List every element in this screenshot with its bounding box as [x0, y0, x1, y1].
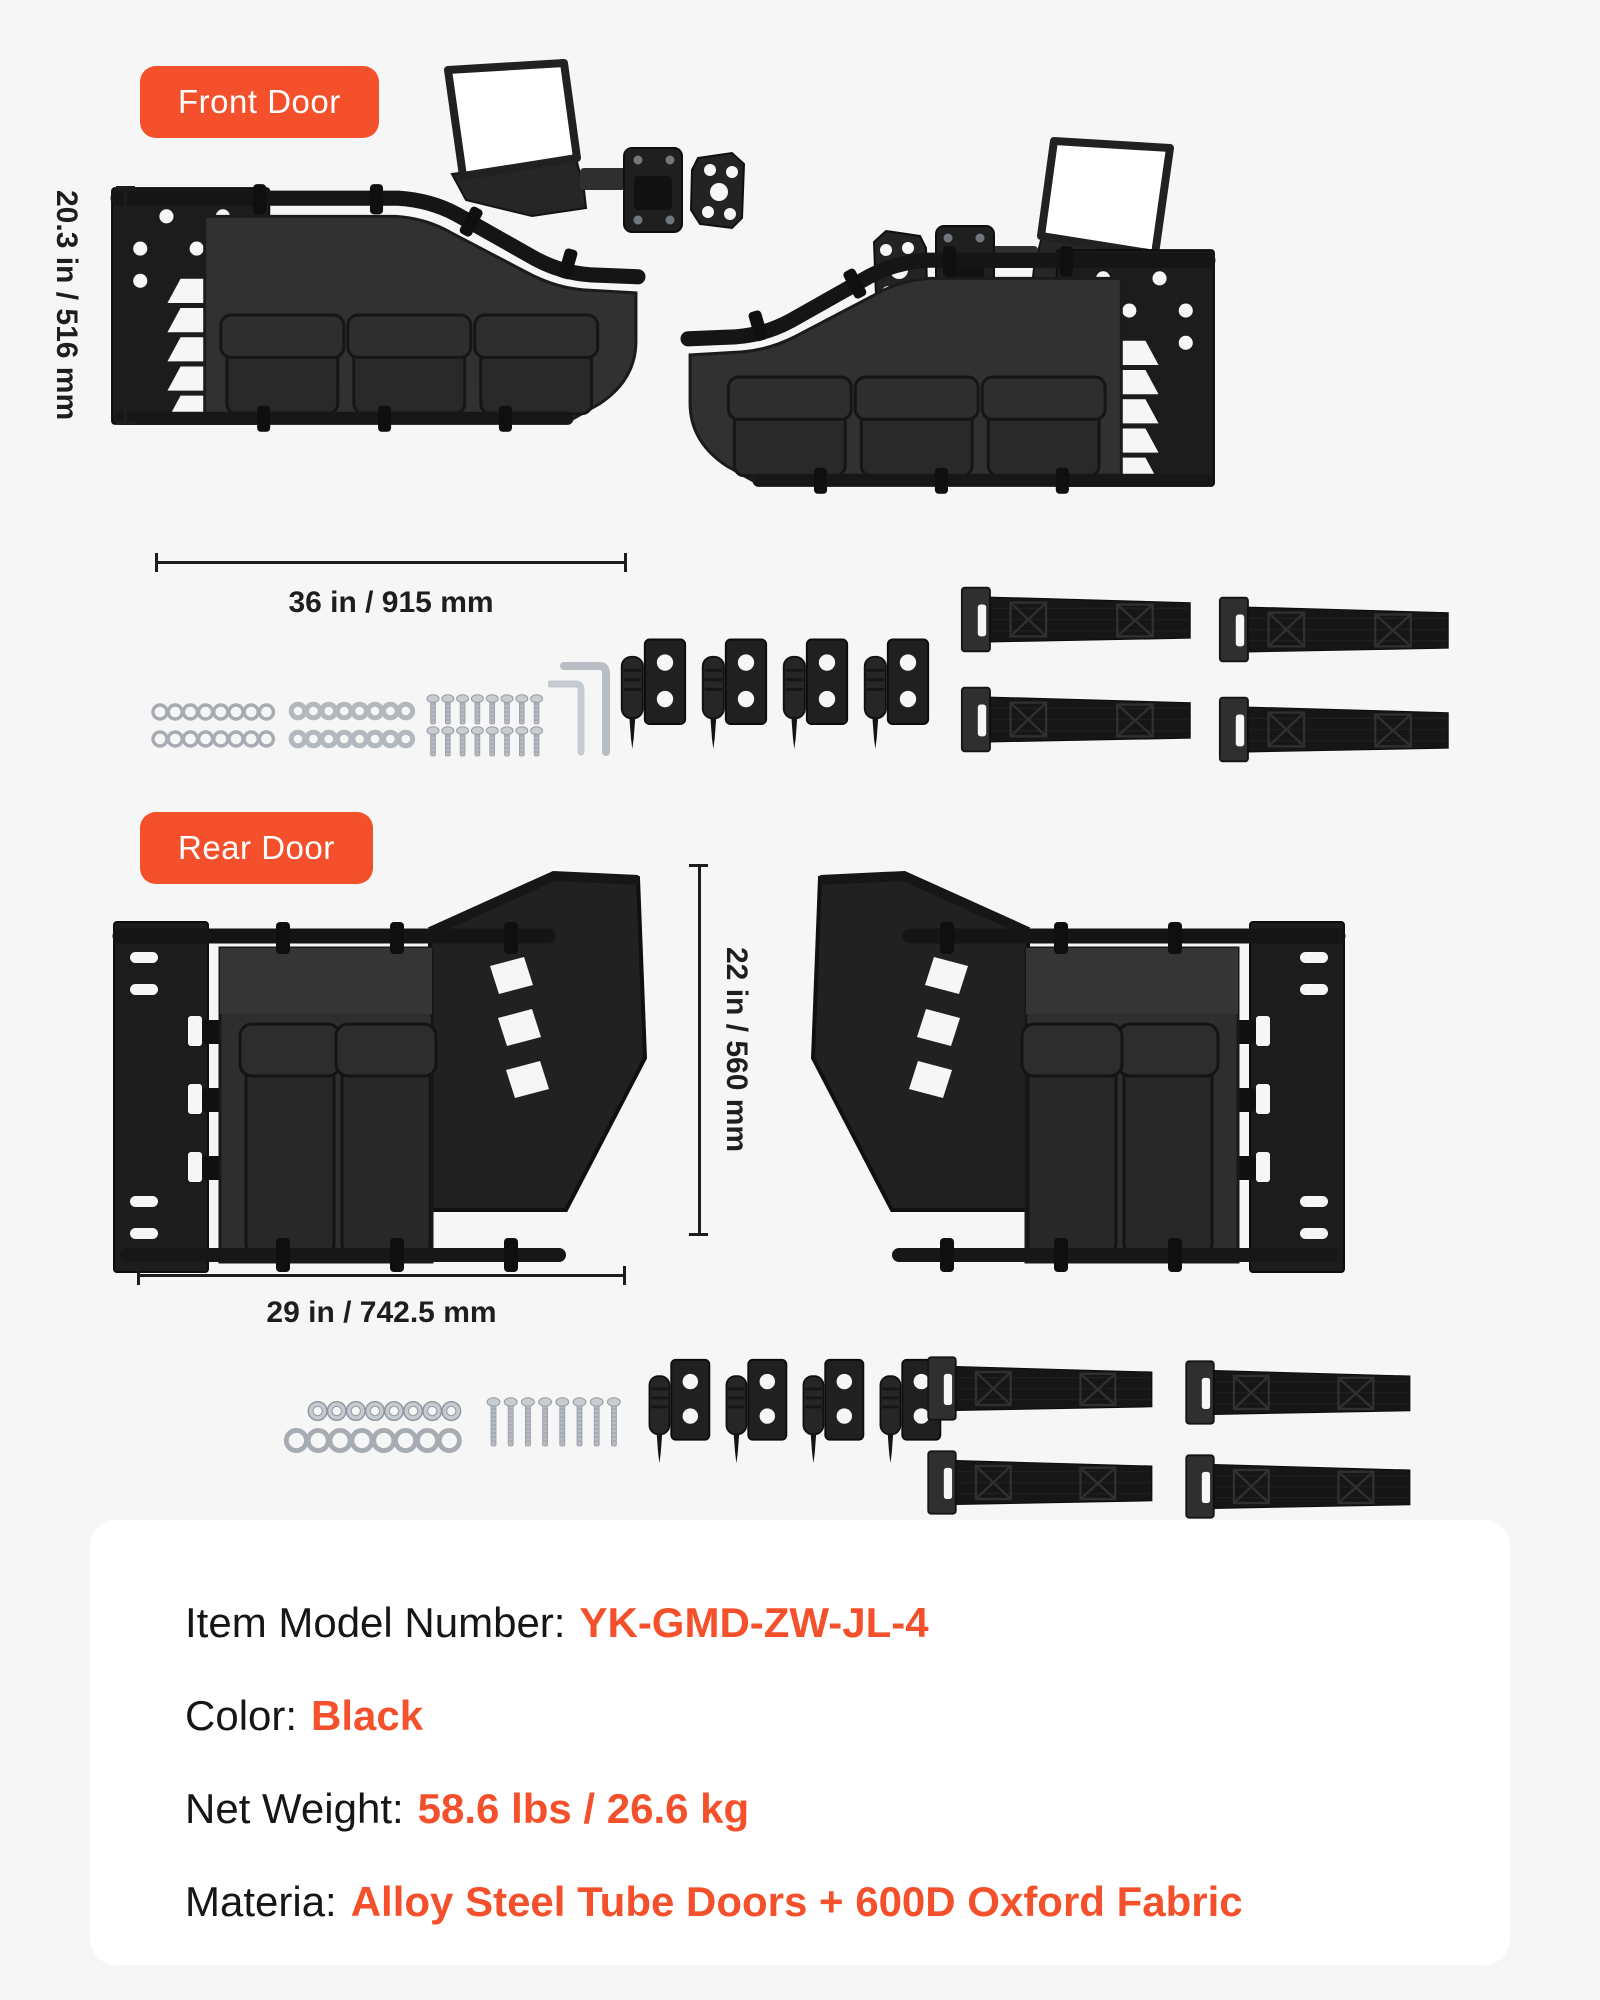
rear-door-badge: Rear Door — [140, 812, 373, 884]
dimension-cap — [689, 1233, 708, 1236]
dimension-cap — [624, 553, 627, 572]
front-kit-hinges-illustration — [620, 638, 930, 751]
rear-kit-nuts-illustration — [307, 1400, 462, 1422]
rear-height-dimension-label: 22 in / 560 mm — [720, 947, 753, 1153]
spec-model-label: Item Model Number: — [185, 1599, 566, 1646]
spec-weight-value: 58.6 lbs / 26.6 kg — [417, 1785, 750, 1832]
front-width-dimension-label: 36 in / 915 mm — [288, 586, 494, 619]
spec-color-row: Color: Black — [185, 1669, 1470, 1762]
front-kit-straps-illustration — [960, 586, 1450, 763]
rear-door-left-illustration — [108, 866, 660, 1292]
front-height-dimension-label: 20.3 in / 516 mm — [50, 189, 83, 421]
spec-material-label: Materia: — [185, 1878, 337, 1925]
dimension-line — [698, 864, 701, 1236]
rear-kit-straps-illustration — [927, 1356, 1412, 1519]
dimension-line — [137, 1274, 626, 1277]
front-kit-bolts-illustration — [426, 694, 544, 758]
front-door-left-illustration — [106, 180, 646, 432]
spec-weight-label: Net Weight: — [185, 1785, 404, 1832]
rear-door-right-illustration — [798, 866, 1350, 1292]
rear-width-dimension-label: 29 in / 742.5 mm — [266, 1296, 497, 1329]
front-door-badge: Front Door — [140, 66, 379, 138]
rear-kit-flat-washers-illustration — [282, 1426, 466, 1455]
spec-color-label: Color: — [185, 1692, 298, 1739]
product-spec-card: Item Model Number: YK-GMD-ZW-JL-4 Color: B… — [90, 1520, 1510, 1965]
dimension-cap — [623, 1266, 626, 1285]
rear-kit-hinges-illustration — [648, 1358, 942, 1465]
allen-wrench-icon — [548, 658, 610, 756]
spec-material-value: Alloy Steel Tube Doors + 600D Oxford Fab… — [350, 1878, 1243, 1925]
spec-model-row: Item Model Number: YK-GMD-ZW-JL-4 — [185, 1576, 1470, 1669]
front-door-right-illustration — [680, 242, 1220, 494]
front-kit-flat-washers-illustration — [151, 703, 276, 748]
spec-model-value: YK-GMD-ZW-JL-4 — [579, 1599, 929, 1646]
rear-kit-bolts-illustration — [486, 1396, 622, 1450]
spec-color-value: Black — [311, 1692, 424, 1739]
front-kit-lock-washers-illustration — [288, 700, 418, 750]
spec-weight-row: Net Weight: 58.6 lbs / 26.6 kg — [185, 1762, 1470, 1855]
dimension-line — [155, 561, 627, 564]
dimension-line — [124, 186, 127, 424]
spec-material-row: Materia: Alloy Steel Tube Doors + 600D Ox… — [185, 1855, 1470, 1948]
dimension-cap — [116, 421, 135, 424]
